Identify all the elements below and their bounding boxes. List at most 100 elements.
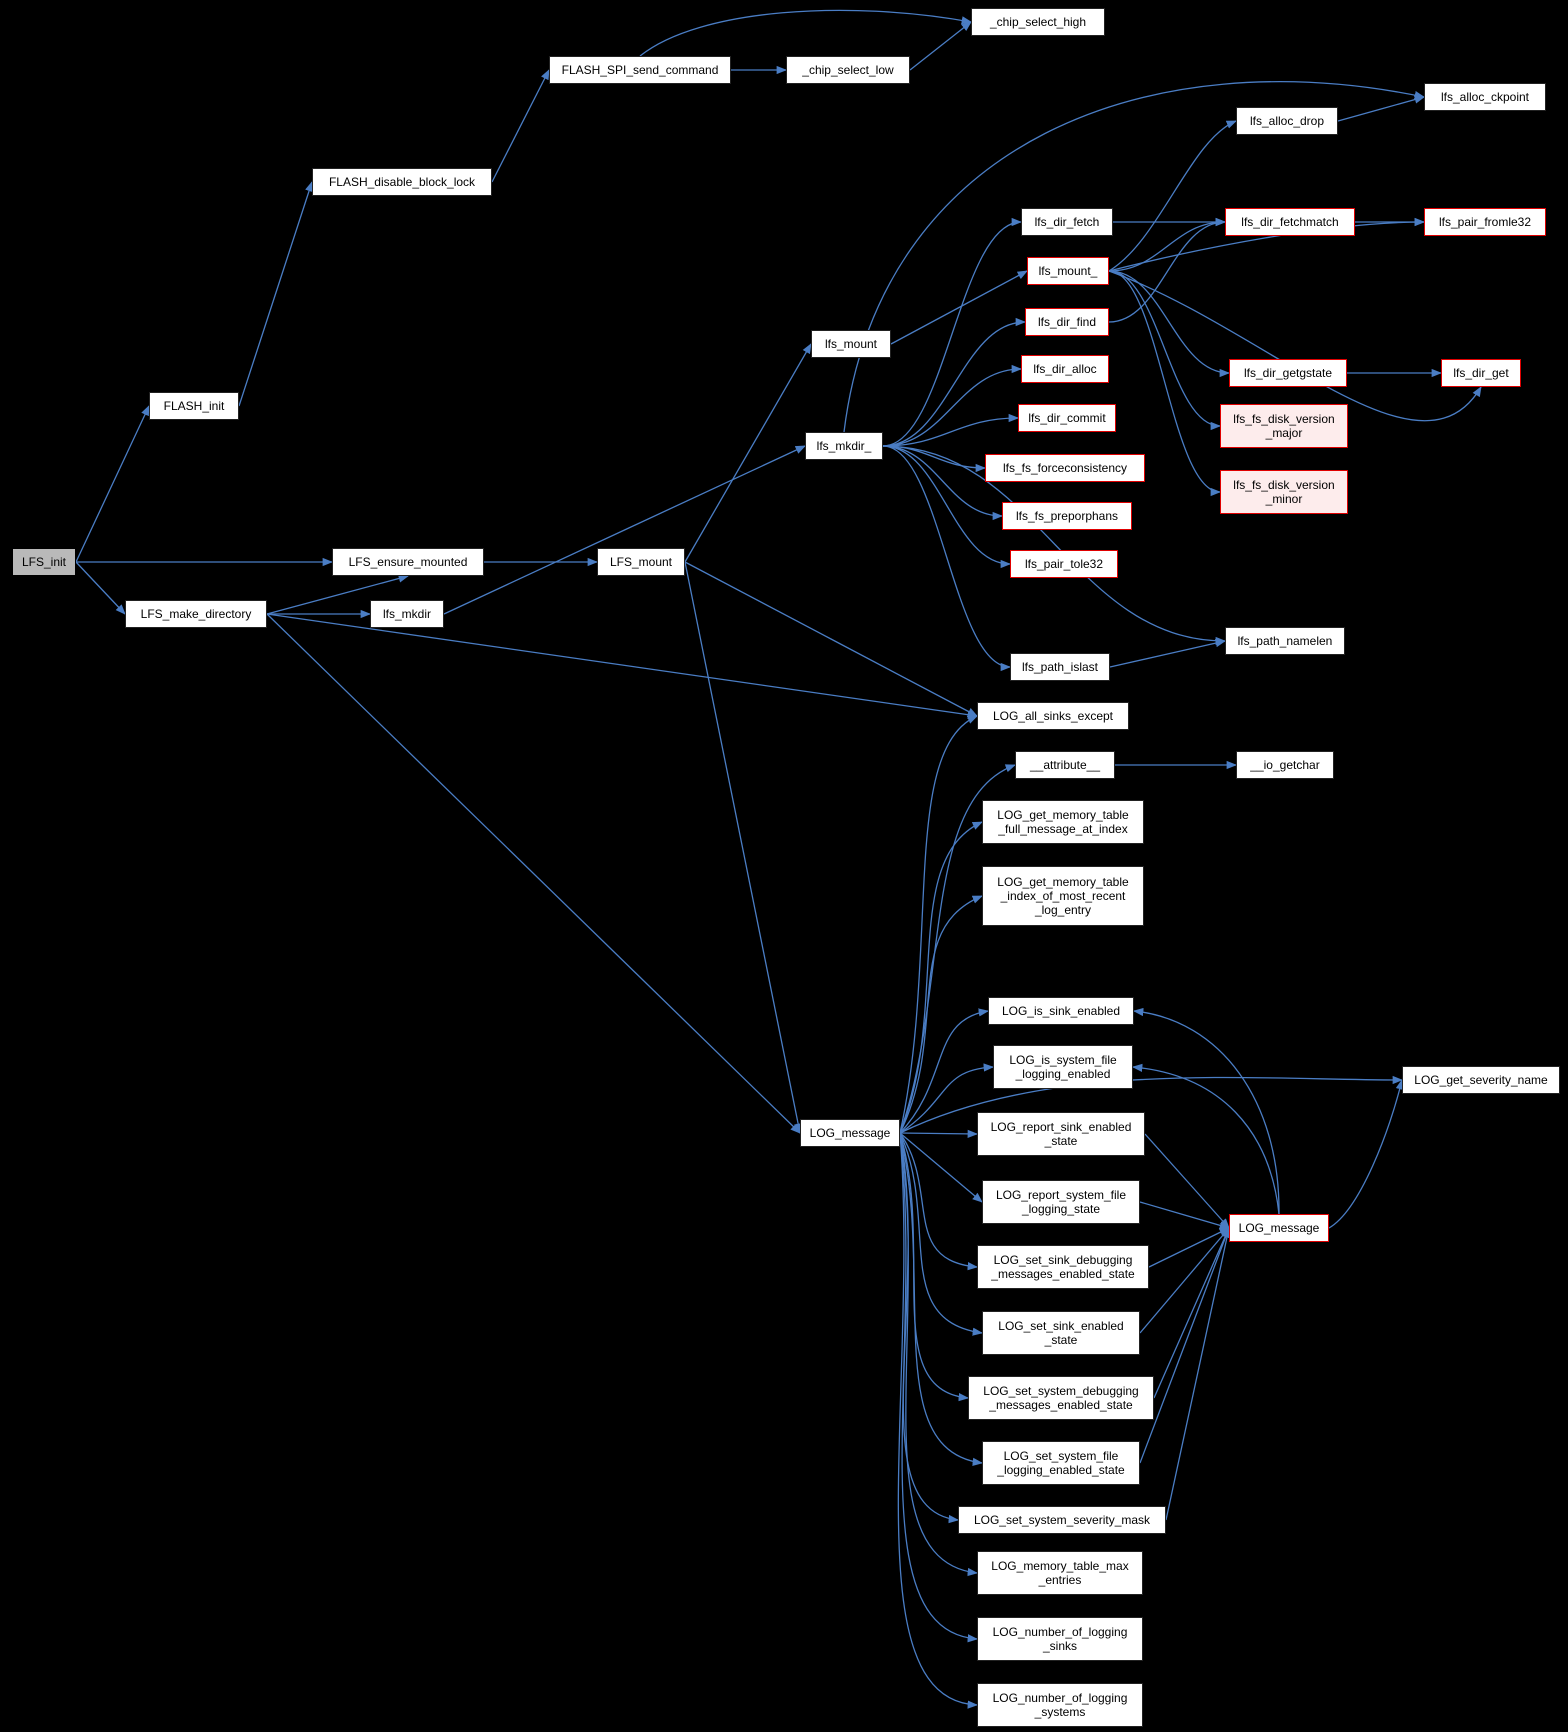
edge-lfs-path-islast--lfs-path-namelen — [1109, 639, 1227, 668]
edge-log-set-system-severity-mask--log-message-red — [1165, 1226, 1232, 1521]
edge-lfs-mount-upper--lfs-mount-lc — [684, 343, 812, 563]
edge-lfs-mount-r--lfs-dir-get — [1108, 270, 1482, 422]
edge-log-set-system-file-logging--log-message-red — [1139, 1227, 1230, 1464]
node-flash-spi-send-command[interactable]: FLASH_SPI_send_command — [549, 56, 731, 84]
node-log-set-system-debugging[interactable]: LOG_set_system_debugging _messages_enabl… — [968, 1376, 1154, 1420]
edge-log-message-left--log-report-sink-enabled-state — [899, 1129, 979, 1139]
edge-lfs-mount-upper--log-all-sinks-except — [684, 561, 978, 717]
edge-lfs-mkdir-underscore--lfs-fs-forceconsistency — [882, 445, 987, 473]
node-lfs-fs-disk-version-minor[interactable]: lfs_fs_disk_version _minor — [1220, 470, 1348, 514]
edge-log-report-sink-enabled-state--log-message-red — [1144, 1133, 1230, 1229]
node-lfs-mount-lc[interactable]: lfs_mount — [811, 330, 891, 358]
node-log-set-sink-debugging[interactable]: LOG_set_sink_debugging _messages_enabled… — [977, 1245, 1149, 1289]
edge-log-message-left--log-set-system-debugging — [899, 1132, 970, 1402]
edge-chip-select-low--chip-select-high — [909, 21, 972, 71]
edge-lfs-make-directory--log-all-sinks-except — [266, 613, 979, 719]
node-log-get-memory-table-index[interactable]: LOG_get_memory_table _index_of_most_rece… — [982, 866, 1144, 926]
edge-log-message-left--log-set-sink-debugging — [899, 1132, 979, 1271]
node-lfs-dir-get[interactable]: lfs_dir_get — [1441, 359, 1521, 387]
edge-log-message-red--log-is-system-file-logging-enabled — [1131, 1063, 1280, 1215]
node-log-message-left[interactable]: LOG_message — [800, 1119, 900, 1147]
edge-lfs-mount-r--lfs-dir-getgstate — [1108, 270, 1231, 378]
edge-log-message-left--log-is-sink-enabled — [899, 1008, 990, 1134]
edge-lfs-mount-r--lfs-fs-disk-version-major — [1108, 270, 1222, 431]
edge-log-message-left--log-number-of-logging-sinks — [899, 1132, 979, 1643]
edge-log-message-left--log-get-memory-table-index — [899, 895, 983, 1134]
edge-log-message-left--log-set-system-severity-mask — [899, 1132, 960, 1524]
edge-flash-init--flash-disable-block-lock — [238, 181, 314, 407]
edge-lfs-mkdir-underscore--lfs-dir-find — [882, 317, 1027, 447]
node-lfs-fs-preporphans[interactable]: lfs_fs_preporphans — [1002, 502, 1132, 530]
node-lfs-mkdir-small[interactable]: lfs_mkdir — [370, 600, 444, 628]
node-flash-init[interactable]: FLASH_init — [149, 392, 239, 420]
edge-log-message-left--log-number-of-logging-systems — [897, 1132, 979, 1709]
node-log-report-system-file-logging-state[interactable]: LOG_report_system_file _logging_state — [982, 1180, 1140, 1224]
edge-lfs-mkdir-underscore--lfs-dir-alloc — [882, 364, 1023, 447]
edge-lfs-init--lfs-make-directory — [75, 561, 126, 615]
edge-lfs-mount-r--lfs-alloc-drop — [1108, 120, 1237, 272]
node-lfs-init[interactable]: LFS_init — [12, 548, 76, 576]
edge-lfs-make-directory--log-message-left — [266, 613, 801, 1134]
node-log-get-memory-table-full[interactable]: LOG_get_memory_table _full_message_at_in… — [982, 800, 1144, 844]
edge-log-message-left--log-set-sink-enabled-state — [899, 1132, 984, 1336]
node-lfs-dir-commit[interactable]: lfs_dir_commit — [1018, 404, 1116, 432]
edge-log-message-left--log-get-memory-table-full — [899, 821, 983, 1134]
edge-lfs-mount-upper--log-message-left — [684, 561, 803, 1135]
node-log-message-red[interactable]: LOG_message — [1229, 1214, 1329, 1242]
node-lfs-make-directory[interactable]: LFS_make_directory — [125, 600, 267, 628]
edge-lfs-mkdir-underscore--lfs-dir-fetch — [882, 217, 1023, 447]
edge-lfs-mkdir-small--lfs-mkdir-underscore — [443, 445, 806, 615]
node-log-memory-table-max-entries[interactable]: LOG_memory_table_max _entries — [977, 1551, 1143, 1595]
node-log-set-system-file-logging[interactable]: LOG_set_system_file _logging_enabled_sta… — [982, 1441, 1140, 1485]
edge-lfs-mount-r--lfs-dir-fetchmatch — [1108, 217, 1227, 272]
edge-log-message-left--log-get-severity-name — [899, 1075, 1404, 1134]
node-attribute[interactable]: __attribute__ — [1015, 751, 1115, 779]
node-log-number-of-logging-systems[interactable]: LOG_number_of_logging _systems — [977, 1683, 1143, 1727]
edge-flash-disable-block-lock--flash-spi-send-command — [491, 69, 550, 183]
node-lfs-mount-r[interactable]: lfs_mount_ — [1027, 257, 1109, 285]
node-lfs-dir-fetch[interactable]: lfs_dir_fetch — [1021, 208, 1113, 236]
node-lfs-mount-upper[interactable]: LFS_mount — [597, 548, 685, 576]
edge-log-set-sink-debugging--log-message-red — [1148, 1227, 1230, 1268]
node-lfs-mkdir-underscore[interactable]: lfs_mkdir_ — [805, 432, 883, 460]
node-lfs-dir-fetchmatch[interactable]: lfs_dir_fetchmatch — [1225, 208, 1355, 236]
node-lfs-path-islast[interactable]: lfs_path_islast — [1010, 653, 1110, 681]
edge-log-message-red--log-get-severity-name — [1328, 1078, 1404, 1229]
edge-lfs-dir-find--lfs-dir-fetchmatch — [1108, 217, 1227, 323]
node-log-get-severity-name[interactable]: LOG_get_severity_name — [1402, 1066, 1560, 1094]
edge-log-set-system-debugging--log-message-red — [1153, 1227, 1230, 1399]
node-lfs-pair-fromle32[interactable]: lfs_pair_fromle32 — [1424, 208, 1546, 236]
edge-log-set-sink-enabled-state--log-message-red — [1139, 1227, 1230, 1334]
node-lfs-alloc-drop[interactable]: lfs_alloc_drop — [1236, 107, 1338, 135]
node-log-is-sink-enabled[interactable]: LOG_is_sink_enabled — [988, 997, 1134, 1025]
edge-log-message-left--log-report-system-file-logging-state — [899, 1132, 983, 1203]
node-log-all-sinks-except[interactable]: LOG_all_sinks_except — [977, 702, 1129, 730]
edge-lfs-mount-lc--lfs-mount-r — [890, 270, 1028, 345]
node-lfs-ensure-mounted[interactable]: LFS_ensure_mounted — [332, 548, 484, 576]
node-lfs-dir-alloc[interactable]: lfs_dir_alloc — [1021, 355, 1109, 383]
node-log-number-of-logging-sinks[interactable]: LOG_number_of_logging _sinks — [977, 1617, 1143, 1661]
node-chip-select-low[interactable]: _chip_select_low — [786, 56, 910, 84]
node-lfs-pair-tole32[interactable]: lfs_pair_tole32 — [1010, 550, 1118, 578]
node-lfs-fs-forceconsistency[interactable]: lfs_fs_forceconsistency — [985, 454, 1145, 482]
node-log-set-sink-enabled-state[interactable]: LOG_set_sink_enabled _state — [982, 1311, 1140, 1355]
node-log-is-system-file-logging-enabled[interactable]: LOG_is_system_file _logging_enabled — [993, 1045, 1133, 1089]
node-log-report-sink-enabled-state[interactable]: LOG_report_sink_enabled _state — [977, 1112, 1145, 1156]
edge-lfs-mkdir-underscore--lfs-dir-commit — [882, 413, 1020, 447]
node-chip-select-high[interactable]: _chip_select_high — [971, 8, 1105, 36]
node-io-getchar[interactable]: __io_getchar — [1236, 751, 1334, 779]
edge-lfs-init--flash-init — [75, 405, 150, 563]
edge-log-message-red--log-is-sink-enabled — [1132, 1007, 1280, 1215]
edge-log-report-system-file-logging-state--log-message-red — [1139, 1201, 1230, 1230]
node-lfs-alloc-ckpoint[interactable]: lfs_alloc_ckpoint — [1424, 83, 1546, 111]
node-log-set-system-severity-mask[interactable]: LOG_set_system_severity_mask — [958, 1506, 1166, 1534]
edge-flash-spi-send-command--chip-select-high — [639, 9, 973, 57]
node-lfs-dir-getgstate[interactable]: lfs_dir_getgstate — [1229, 359, 1347, 387]
node-lfs-path-namelen[interactable]: lfs_path_namelen — [1225, 627, 1345, 655]
node-lfs-dir-find[interactable]: lfs_dir_find — [1025, 308, 1109, 336]
node-lfs-fs-disk-version-major[interactable]: lfs_fs_disk_version _major — [1220, 404, 1348, 448]
node-flash-disable-block-lock[interactable]: FLASH_disable_block_lock — [312, 168, 492, 196]
edge-log-message-left--log-all-sinks-except — [899, 715, 978, 1134]
